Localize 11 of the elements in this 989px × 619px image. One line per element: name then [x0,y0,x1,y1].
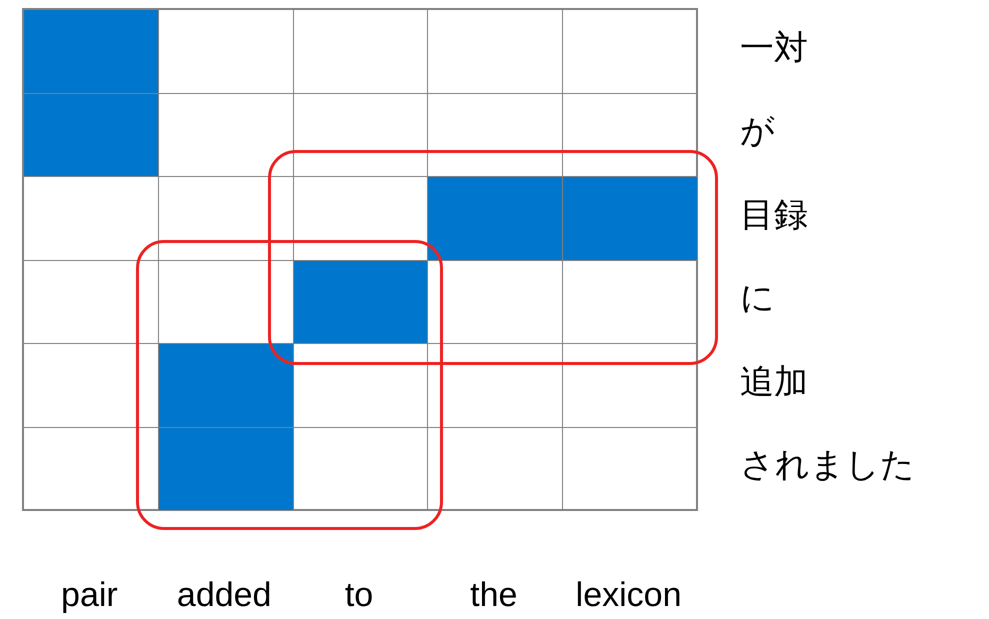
column-label: pair [61,578,118,612]
column-label: to [344,578,374,612]
row-label: 一対 [740,32,808,66]
row-label: されました [740,449,915,484]
column-label: lexicon [576,578,682,612]
row-label: 目録 [740,198,808,233]
row-label: 追加 [740,366,808,400]
row-label: が [740,115,775,150]
column-label: the [470,578,518,612]
column-label: added [176,578,272,612]
row-label: に [740,282,775,316]
